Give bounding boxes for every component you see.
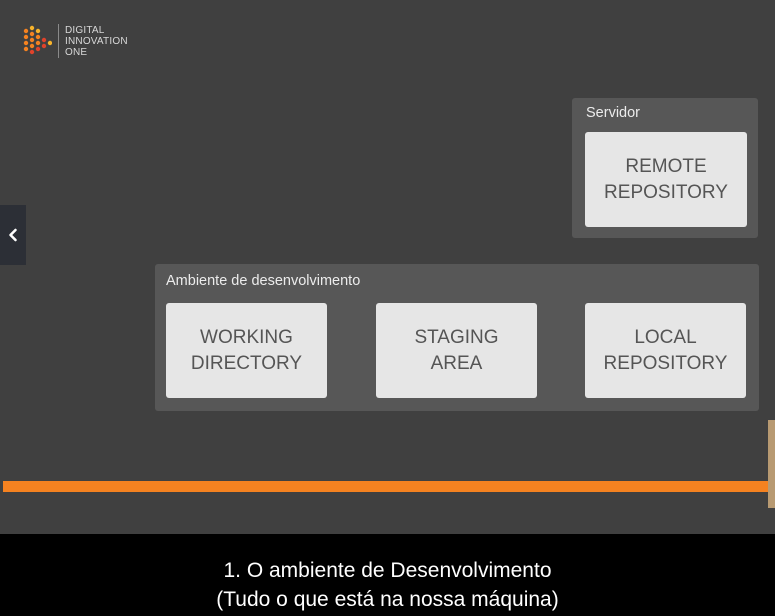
chevron-left-icon [9, 228, 17, 242]
card-label-line: AREA [430, 352, 483, 374]
logo-mark-icon [23, 25, 52, 55]
server-panel: Servidor REMOTE REPOSITORY [572, 98, 758, 238]
logo: DIGITAL INNOVATION ONE [22, 24, 128, 58]
previous-slide-button[interactable] [0, 205, 26, 265]
dev-environment-title: Ambiente de desenvolvimento [166, 273, 361, 289]
staging-area-card: STAGING AREA [376, 303, 537, 398]
remote-repository-card: REMOTE REPOSITORY [585, 132, 747, 227]
card-label-line: REPOSITORY [604, 181, 728, 203]
card-label-line: DIRECTORY [190, 352, 303, 374]
dev-environment-panel: Ambiente de desenvolvimento WORKING DIRE… [155, 264, 759, 411]
card-label-line: REPOSITORY [603, 352, 728, 374]
presenter-video-edge [768, 420, 775, 508]
subtitles: 1. O ambiente de Desenvolvimento (Tudo o… [0, 556, 775, 614]
logo-line: ONE [65, 46, 88, 58]
working-directory-card: WORKING DIRECTORY [166, 303, 327, 398]
subtitle-line: (Tudo o que está na nossa máquina) [212, 585, 563, 614]
card-label-line: LOCAL [634, 326, 697, 348]
card-label-line: STAGING [414, 326, 499, 348]
card-label-line: REMOTE [625, 155, 707, 177]
slide: DIGITAL INNOVATION ONE Servidor REMOTE R… [0, 0, 775, 534]
local-repository-card: LOCAL REPOSITORY [585, 303, 746, 398]
timeline-bar [3, 481, 775, 492]
subtitle-line: 1. O ambiente de Desenvolvimento [219, 556, 556, 585]
logo-line: DIGITAL [65, 24, 105, 36]
card-label-line: WORKING [200, 326, 293, 348]
logo-text: DIGITAL INNOVATION ONE [65, 25, 128, 58]
logo-divider [58, 24, 59, 58]
logo-line: INNOVATION [65, 35, 128, 47]
server-panel-title: Servidor [586, 105, 640, 121]
